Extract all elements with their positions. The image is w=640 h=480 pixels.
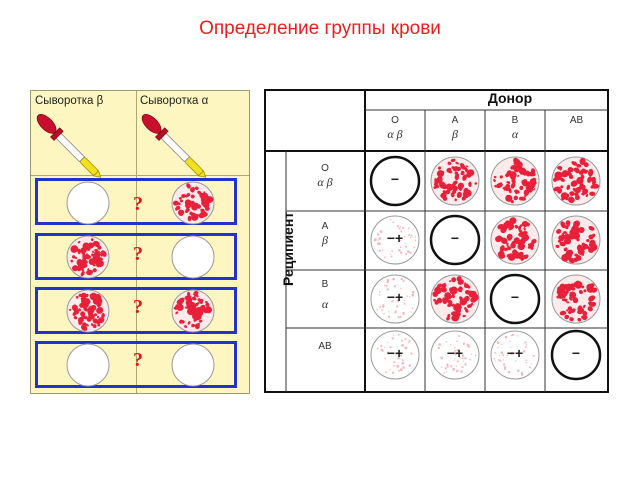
antibody-label: α β xyxy=(317,175,333,189)
group-name: O xyxy=(391,115,399,126)
clear-sample xyxy=(369,155,421,207)
minus-plus-sign: −+ xyxy=(386,345,404,361)
serum-test-panel: Сыворотка β Сыворотка α ? ? ? ? xyxy=(30,90,250,394)
clear-sample xyxy=(490,330,540,380)
serum-alpha-header: Сыворотка α xyxy=(140,95,209,107)
sample-row-4 xyxy=(35,341,237,388)
agglutinated-sample xyxy=(490,156,540,206)
agglutinated-sample xyxy=(171,289,215,333)
question-mark: ? xyxy=(133,193,143,215)
antibody-label: β xyxy=(452,127,458,141)
sample-row-1 xyxy=(35,178,237,225)
question-mark: ? xyxy=(133,296,143,318)
sample-row-3 xyxy=(35,287,237,334)
clear-sample xyxy=(550,329,602,381)
group-name: B xyxy=(511,115,519,126)
group-name: B xyxy=(321,279,329,290)
recipient-row-header: AB xyxy=(290,340,360,353)
pipettes xyxy=(36,114,207,178)
group-name: O xyxy=(321,163,329,174)
donor-column-header: A β xyxy=(425,114,485,143)
clear-sample xyxy=(171,343,215,387)
pipette-icon xyxy=(36,114,102,178)
donor-column-header: O α β xyxy=(365,114,425,143)
recipient-row-header: A β xyxy=(290,220,360,249)
agglutinated-sample xyxy=(490,215,540,265)
recipient-row-header: B α xyxy=(290,278,360,313)
agglutinated-sample xyxy=(551,215,601,265)
minus-plus-sign: −+ xyxy=(386,289,404,305)
group-name: AB xyxy=(569,115,584,126)
clear-sample xyxy=(370,274,420,324)
donor-column-header: AB xyxy=(545,114,608,127)
donor-column-header: B α xyxy=(485,114,545,143)
agglutinated-sample xyxy=(66,235,110,279)
page-title: Определение группы крови xyxy=(199,18,441,39)
minus-plus-sign: −+ xyxy=(386,230,404,246)
column-divider xyxy=(136,91,137,393)
recipient-row-header: O α β xyxy=(290,162,360,191)
antibody-label: α xyxy=(321,297,329,311)
clear-sample xyxy=(66,343,110,387)
sample-drops xyxy=(66,181,215,387)
agglutinated-sample xyxy=(551,274,601,324)
antibody-label: α β xyxy=(387,127,403,141)
antibody-label: β xyxy=(322,233,328,247)
clear-sample xyxy=(429,214,481,266)
clear-sample xyxy=(489,273,541,325)
agglutinated-sample xyxy=(430,274,480,324)
group-name: A xyxy=(451,115,459,126)
clear-sample xyxy=(370,330,420,380)
minus-sign: − xyxy=(390,171,400,187)
clear-sample xyxy=(370,215,420,265)
agglutinated-sample xyxy=(66,289,110,333)
question-mark: ? xyxy=(133,243,143,265)
minus-sign: − xyxy=(510,289,520,305)
clear-sample xyxy=(430,330,480,380)
minus-plus-sign: −+ xyxy=(446,345,464,361)
minus-sign: − xyxy=(571,345,581,361)
clear-sample xyxy=(66,181,110,225)
header-divider xyxy=(31,175,249,176)
agglutinated-sample xyxy=(430,156,480,206)
antibody-label: α xyxy=(511,127,519,141)
group-name: A xyxy=(321,221,329,232)
minus-sign: − xyxy=(450,230,460,246)
question-mark: ? xyxy=(133,349,143,371)
agglutinated-sample xyxy=(171,181,215,225)
minus-plus-sign: −+ xyxy=(506,345,524,361)
serum-beta-header: Сыворотка β xyxy=(35,95,104,107)
clear-sample xyxy=(171,235,215,279)
sample-row-2 xyxy=(35,233,237,280)
donor-label: Донор xyxy=(487,90,533,106)
group-name: AB xyxy=(318,341,332,352)
pipette-icon xyxy=(141,114,207,178)
agglutinated-sample xyxy=(551,156,601,206)
